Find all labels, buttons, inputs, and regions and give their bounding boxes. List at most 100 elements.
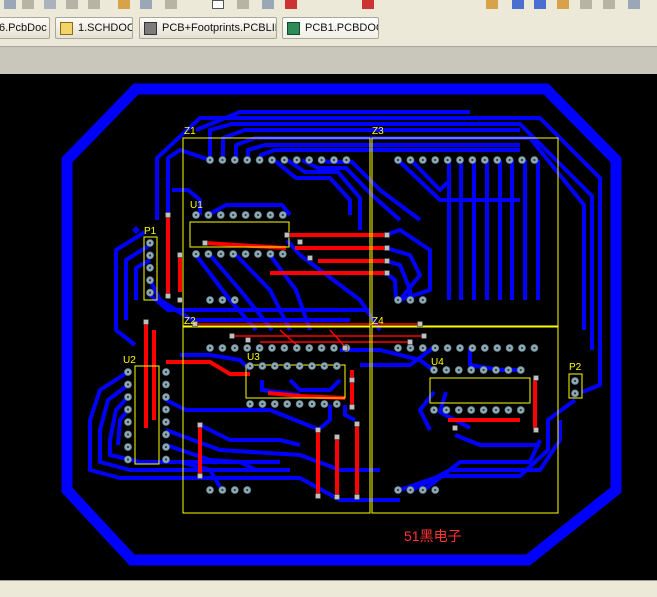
toolbar-icon[interactable] xyxy=(237,0,249,9)
pad-hole xyxy=(248,364,252,368)
u4-outline xyxy=(429,377,531,404)
pcb-canvas[interactable]: Z1 Z3 Z2 Z4 U1 U2 U3 U4 P1 P2 51黑电子 xyxy=(0,74,657,580)
pad-hole xyxy=(434,346,437,350)
via xyxy=(165,293,171,299)
pad-hole xyxy=(298,402,301,406)
via xyxy=(421,333,427,339)
toolbar-icon[interactable] xyxy=(262,0,274,9)
toolbar-icon[interactable] xyxy=(66,0,78,9)
selection-diamond-icon xyxy=(132,226,140,234)
via xyxy=(315,493,321,499)
pad-hole xyxy=(208,346,212,350)
editor-header-area xyxy=(0,47,657,74)
label-p1: P1 xyxy=(144,226,157,237)
pad-hole xyxy=(148,241,152,245)
pad-hole xyxy=(396,298,400,302)
pad-hole xyxy=(208,298,212,302)
via xyxy=(177,297,183,303)
top-layer-traces xyxy=(144,215,537,497)
pad-hole xyxy=(335,402,338,406)
label-u2: U2 xyxy=(123,355,136,366)
via xyxy=(143,319,149,325)
pad-hole xyxy=(434,158,437,162)
toolbar-icon[interactable] xyxy=(580,0,592,9)
pad-hole xyxy=(446,158,449,162)
toolbar-icon[interactable] xyxy=(603,0,615,9)
watermark-text: 51黑电子 xyxy=(404,528,462,544)
p2-outline xyxy=(568,373,583,399)
toolbar-icon[interactable] xyxy=(140,0,152,9)
pad-hole xyxy=(148,279,152,282)
pad-hole xyxy=(471,158,474,162)
toolbar-icon[interactable] xyxy=(362,0,374,9)
via xyxy=(197,473,203,479)
pcb-doc-icon xyxy=(287,21,300,35)
thin-top-traces xyxy=(195,323,424,349)
toolbar-icon[interactable] xyxy=(44,0,56,9)
via xyxy=(417,321,423,327)
u2-outline xyxy=(134,365,160,465)
pad-hole xyxy=(396,158,400,162)
pad-hole xyxy=(270,346,274,350)
toolbar-icon[interactable] xyxy=(165,0,177,9)
pad-hole xyxy=(126,395,130,399)
tab-1-schdoc[interactable]: 1.SCHDOC xyxy=(55,17,133,39)
pad-hole xyxy=(295,346,298,350)
tab-6-pcbdoc[interactable]: 6.PcbDoc xyxy=(0,17,50,39)
tab-label: 1.SCHDOC xyxy=(78,22,133,34)
tab-label: PCB+Footprints.PCBLIB xyxy=(162,22,277,34)
pad-hole xyxy=(286,402,289,406)
toolbar-icon[interactable] xyxy=(512,0,524,9)
toolbar-icon[interactable] xyxy=(22,0,34,9)
toolbar-icon[interactable] xyxy=(486,0,498,9)
pad-hole xyxy=(458,346,462,350)
pad-hole xyxy=(246,488,249,492)
tab-pcb1-pcbdoc[interactable]: PCB1.PCBDOC xyxy=(282,17,379,39)
via xyxy=(354,494,360,500)
toolbar-icon[interactable] xyxy=(534,0,546,9)
via xyxy=(533,427,539,433)
bottom-layer-traces xyxy=(88,110,602,502)
pad-hole xyxy=(496,158,499,162)
toolbar-icon[interactable] xyxy=(557,0,569,9)
via xyxy=(334,434,340,440)
pad-hole xyxy=(432,368,436,372)
label-z2: Z2 xyxy=(184,316,196,327)
pad-hole xyxy=(221,346,224,350)
pad-hole xyxy=(281,252,284,256)
toolbar-icon[interactable] xyxy=(118,0,130,9)
pad-hole xyxy=(233,298,236,302)
toolbar-icon[interactable] xyxy=(88,0,100,9)
pad-hole xyxy=(256,213,260,217)
pad-hole xyxy=(520,346,524,350)
tab-pcb-footprints-pcblib[interactable]: PCB+Footprints.PCBLIB xyxy=(139,17,277,39)
pad-hole xyxy=(273,364,276,368)
toolbar-icon[interactable] xyxy=(4,0,16,9)
via xyxy=(354,421,360,427)
toolbar-icon[interactable] xyxy=(285,0,297,9)
pad-hole xyxy=(221,298,224,302)
via xyxy=(307,255,313,261)
pad-hole xyxy=(409,158,412,162)
pad-hole xyxy=(494,408,498,412)
pad-hole xyxy=(519,408,522,412)
via xyxy=(229,333,235,339)
pad-hole xyxy=(194,213,198,217)
pad-hole xyxy=(396,488,400,492)
pad-hole xyxy=(533,346,536,350)
pad-hole xyxy=(508,158,511,162)
toolbar-icon[interactable] xyxy=(628,0,640,9)
pad-hole xyxy=(126,370,130,374)
pad-hole xyxy=(261,402,264,406)
toolbar-icon[interactable] xyxy=(212,0,224,9)
pad-hole xyxy=(244,252,247,256)
pad-hole xyxy=(164,370,168,374)
pad-hole xyxy=(494,368,498,372)
pad-hole xyxy=(471,346,474,350)
pad-hole xyxy=(256,252,260,256)
pad-hole xyxy=(273,402,276,406)
label-z1: Z1 xyxy=(184,126,196,137)
pad-hole xyxy=(335,364,338,368)
z2-outline xyxy=(182,326,371,514)
pad-hole xyxy=(244,213,247,217)
